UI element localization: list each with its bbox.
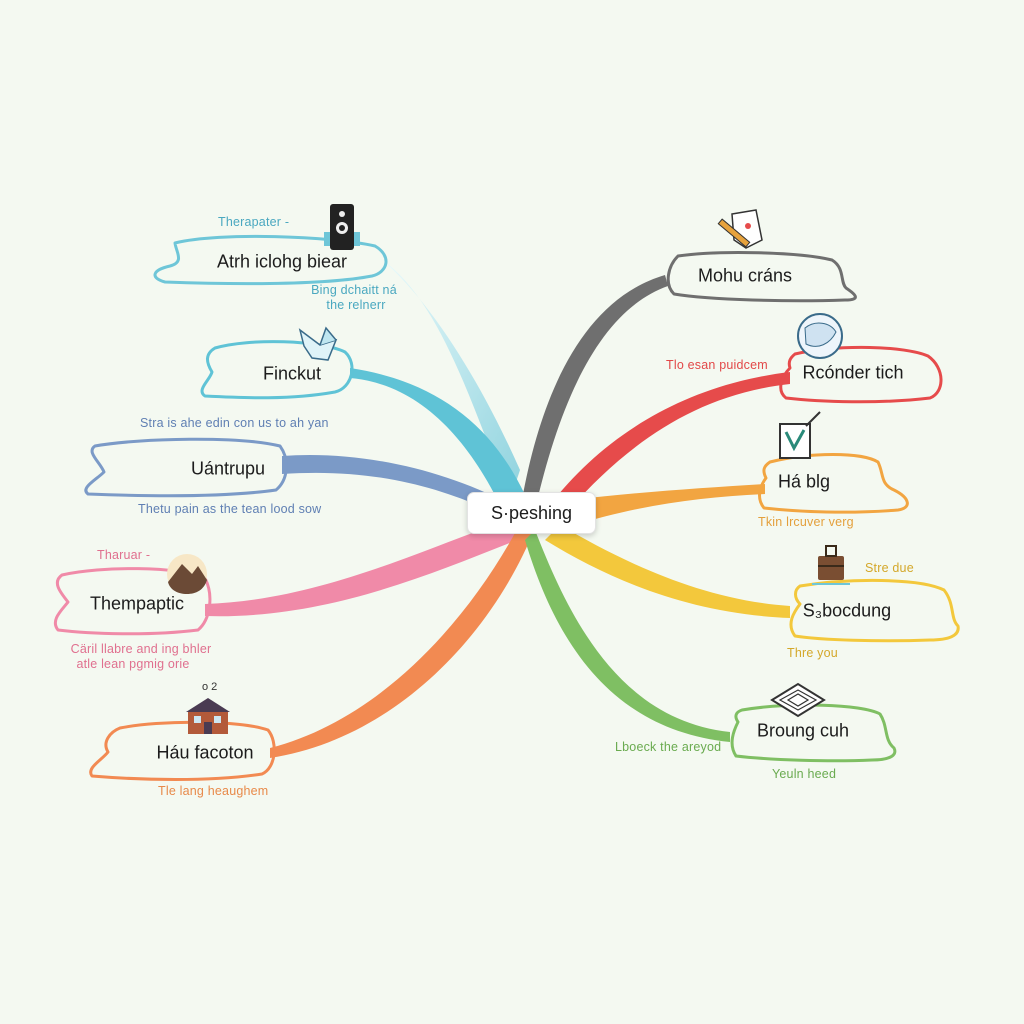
note-b4-2: Cäril llabre and ing bhler — [70, 642, 212, 656]
branch-label-b3[interactable]: Uántrupu — [190, 458, 266, 479]
central-topic[interactable]: S·peshing — [467, 492, 596, 534]
note-b8-1: Tkin lrcuver verg — [758, 515, 854, 529]
cloud-b8 — [758, 453, 909, 514]
globe-icon — [797, 313, 843, 359]
note-b7-1: Tlo esan puidcem — [666, 358, 768, 372]
note-b5-1: Tle lang heaughem — [158, 784, 269, 798]
cloud-b3 — [84, 437, 288, 498]
easel-icon — [779, 411, 821, 459]
paper-crane-icon — [298, 326, 338, 361]
branch-label-b10[interactable]: Broung cuh — [756, 720, 850, 741]
suitcase-icon — [812, 545, 850, 585]
branch-connector-b8 — [570, 484, 765, 525]
mountain-badge-icon — [167, 554, 207, 594]
central-topic-label: S·peshing — [490, 502, 573, 523]
branch-connector-b3 — [282, 454, 520, 520]
branch-label-b8[interactable]: Há blg — [777, 471, 831, 492]
note-b1-2: Bing dchaitt ná — [311, 283, 397, 297]
note-b4-1: Tharuar - — [97, 548, 151, 562]
layers-icon — [770, 682, 826, 718]
note-b3-1: Stra is ahe edin con us to ah yan — [140, 416, 329, 430]
note-b1-1: Therapater - — [218, 215, 290, 229]
cloud-b1 — [153, 234, 388, 286]
cloud-b9 — [789, 578, 960, 643]
note-b4-3: atle lean pgmig orie — [76, 657, 190, 671]
speaker-icon — [324, 204, 360, 250]
pencil-cup-icon — [717, 209, 763, 249]
note-b9-1: Stre due — [865, 561, 914, 575]
branch-label-b5[interactable]: Háu facoton — [156, 742, 254, 763]
house-icon: o 2 — [186, 681, 230, 734]
cloud-b5 — [89, 720, 276, 781]
cloud-b10 — [730, 703, 897, 763]
branch-connector-b5 — [270, 520, 535, 758]
branch-label-b9[interactable]: S₃bocdung — [802, 600, 892, 621]
cloud-b7 — [779, 345, 943, 404]
cloud-b6 — [666, 251, 857, 303]
branch-connector-b7 — [550, 372, 790, 520]
branch-label-b1[interactable]: Atrh iclohg biear — [216, 251, 348, 272]
branch-connector-b10 — [525, 530, 730, 742]
note-b3-2: Thetu pain as the tean lood sow — [138, 502, 322, 516]
branch-connector-b6 — [522, 275, 668, 510]
note-b1-3: the relnerr — [326, 298, 386, 312]
branch-label-b6[interactable]: Mohu cráns — [697, 265, 793, 286]
cloud-b4 — [53, 567, 212, 636]
branch-label-b2[interactable]: Finckut — [262, 363, 322, 384]
note-b9-2: Thre you — [787, 646, 838, 660]
branch-label-b7[interactable]: Rcónder tich — [802, 362, 904, 383]
branch-connector-b9 — [545, 525, 790, 618]
note-b10-2: Yeuln heed — [772, 767, 837, 781]
note-b10-1: Lboeck the areyod — [615, 740, 722, 754]
svg-text:o 2: o 2 — [202, 681, 217, 693]
branch-label-b4[interactable]: Thempaptic — [89, 593, 185, 614]
